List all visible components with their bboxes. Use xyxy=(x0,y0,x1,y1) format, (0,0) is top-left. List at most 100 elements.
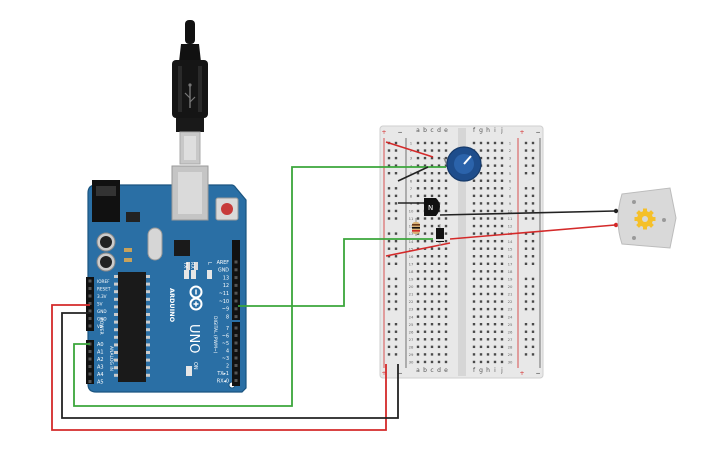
breadboard-hole[interactable] xyxy=(430,179,434,182)
rail-hole[interactable] xyxy=(531,345,535,349)
breadboard-hole[interactable] xyxy=(472,285,476,288)
breadboard-hole[interactable] xyxy=(423,149,427,152)
header-pin[interactable] xyxy=(88,287,92,290)
breadboard-hole[interactable] xyxy=(500,262,504,265)
transistor[interactable]: N xyxy=(424,198,440,216)
header-pin[interactable] xyxy=(234,260,238,264)
breadboard-hole[interactable] xyxy=(493,345,497,349)
breadboard-hole[interactable] xyxy=(479,202,483,205)
rail-hole[interactable] xyxy=(524,141,528,145)
breadboard-hole[interactable] xyxy=(437,194,441,198)
breadboard-hole[interactable] xyxy=(472,224,476,228)
breadboard-hole[interactable] xyxy=(437,149,441,152)
breadboard-hole[interactable] xyxy=(444,247,448,250)
breadboard-hole[interactable] xyxy=(416,156,420,160)
breadboard-hole[interactable] xyxy=(479,353,483,356)
rail-hole[interactable] xyxy=(394,255,398,258)
header-pin[interactable] xyxy=(88,357,92,361)
breadboard-hole[interactable] xyxy=(416,292,420,296)
rail-hole[interactable] xyxy=(531,149,535,152)
breadboard-hole[interactable] xyxy=(430,315,434,318)
potentiometer[interactable] xyxy=(443,146,482,182)
breadboard-hole[interactable] xyxy=(500,202,504,205)
breadboard-hole[interactable] xyxy=(437,277,441,281)
rail-hole[interactable] xyxy=(394,285,398,288)
breadboard-hole[interactable] xyxy=(500,285,504,288)
breadboard-hole[interactable] xyxy=(479,323,483,326)
rail-hole[interactable] xyxy=(387,338,391,341)
breadboard-hole[interactable] xyxy=(416,239,420,243)
breadboard-hole[interactable] xyxy=(486,247,490,250)
breadboard-hole[interactable] xyxy=(500,149,504,152)
rail-hole[interactable] xyxy=(531,232,535,235)
breadboard-hole[interactable] xyxy=(472,277,476,281)
header-pin[interactable] xyxy=(234,379,238,382)
rail-hole[interactable] xyxy=(394,247,398,250)
breadboard-hole[interactable] xyxy=(437,345,441,349)
breadboard-hole[interactable] xyxy=(416,353,420,356)
breadboard-hole[interactable] xyxy=(479,141,483,145)
rail-hole[interactable] xyxy=(387,300,391,303)
breadboard-hole[interactable] xyxy=(423,285,427,288)
rail-hole[interactable] xyxy=(531,156,535,160)
wire-black-gnd[interactable] xyxy=(61,312,399,419)
breadboard-hole[interactable] xyxy=(472,345,476,349)
breadboard-hole[interactable] xyxy=(486,360,490,364)
breadboard-hole[interactable] xyxy=(486,307,490,311)
breadboard-hole[interactable] xyxy=(423,172,427,175)
breadboard-hole[interactable] xyxy=(430,239,434,243)
breadboard-hole[interactable] xyxy=(472,179,476,182)
rail-hole[interactable] xyxy=(387,307,391,311)
breadboard-hole[interactable] xyxy=(479,292,483,296)
breadboard-hole[interactable] xyxy=(486,239,490,243)
breadboard-hole[interactable] xyxy=(444,224,448,228)
header-pin[interactable] xyxy=(88,380,92,383)
breadboard-hole[interactable] xyxy=(430,224,434,228)
breadboard-hole[interactable] xyxy=(486,285,490,288)
header-pin[interactable] xyxy=(234,276,238,280)
rail-hole[interactable] xyxy=(387,323,391,326)
header-pin[interactable] xyxy=(88,279,92,283)
rail-hole[interactable] xyxy=(394,187,398,190)
breadboard-hole[interactable] xyxy=(486,164,490,167)
breadboard-hole[interactable] xyxy=(472,360,476,364)
header-pin[interactable] xyxy=(234,307,238,311)
breadboard-hole[interactable] xyxy=(486,232,490,235)
usb-cable[interactable] xyxy=(172,20,208,165)
rail-hole[interactable] xyxy=(394,232,398,235)
breadboard-hole[interactable] xyxy=(437,300,441,303)
breadboard-hole[interactable] xyxy=(430,149,434,152)
breadboard-hole[interactable] xyxy=(430,277,434,281)
breadboard-hole[interactable] xyxy=(416,187,420,190)
rail-hole[interactable] xyxy=(394,172,398,175)
breadboard-hole[interactable] xyxy=(479,179,483,182)
breadboard-hole[interactable] xyxy=(479,270,483,273)
breadboard-hole[interactable] xyxy=(486,345,490,349)
breadboard-hole[interactable] xyxy=(472,247,476,250)
breadboard-hole[interactable] xyxy=(423,330,427,333)
breadboard-hole[interactable] xyxy=(423,255,427,258)
breadboard-hole[interactable] xyxy=(444,172,448,175)
rail-hole[interactable] xyxy=(394,292,398,296)
breadboard-hole[interactable] xyxy=(486,255,490,258)
breadboard-hole[interactable] xyxy=(493,172,497,175)
breadboard-hole[interactable] xyxy=(500,172,504,175)
rail-hole[interactable] xyxy=(524,209,528,213)
breadboard-hole[interactable] xyxy=(500,224,504,228)
breadboard-hole[interactable] xyxy=(500,232,504,235)
breadboard-hole[interactable] xyxy=(493,202,497,205)
breadboard-hole[interactable] xyxy=(416,323,420,326)
breadboard-hole[interactable] xyxy=(479,194,483,198)
breadboard-hole[interactable] xyxy=(472,217,476,220)
breadboard-hole[interactable] xyxy=(472,194,476,198)
header-pin[interactable] xyxy=(234,341,238,345)
breadboard-hole[interactable] xyxy=(423,323,427,326)
header-pin[interactable] xyxy=(234,371,238,375)
breadboard-hole[interactable] xyxy=(493,285,497,288)
breadboard-hole[interactable] xyxy=(444,292,448,296)
breadboard-hole[interactable] xyxy=(444,194,448,198)
rail-hole[interactable] xyxy=(394,330,398,333)
breadboard-hole[interactable] xyxy=(486,315,490,318)
breadboard-hole[interactable] xyxy=(486,202,490,205)
breadboard-hole[interactable] xyxy=(444,338,448,341)
